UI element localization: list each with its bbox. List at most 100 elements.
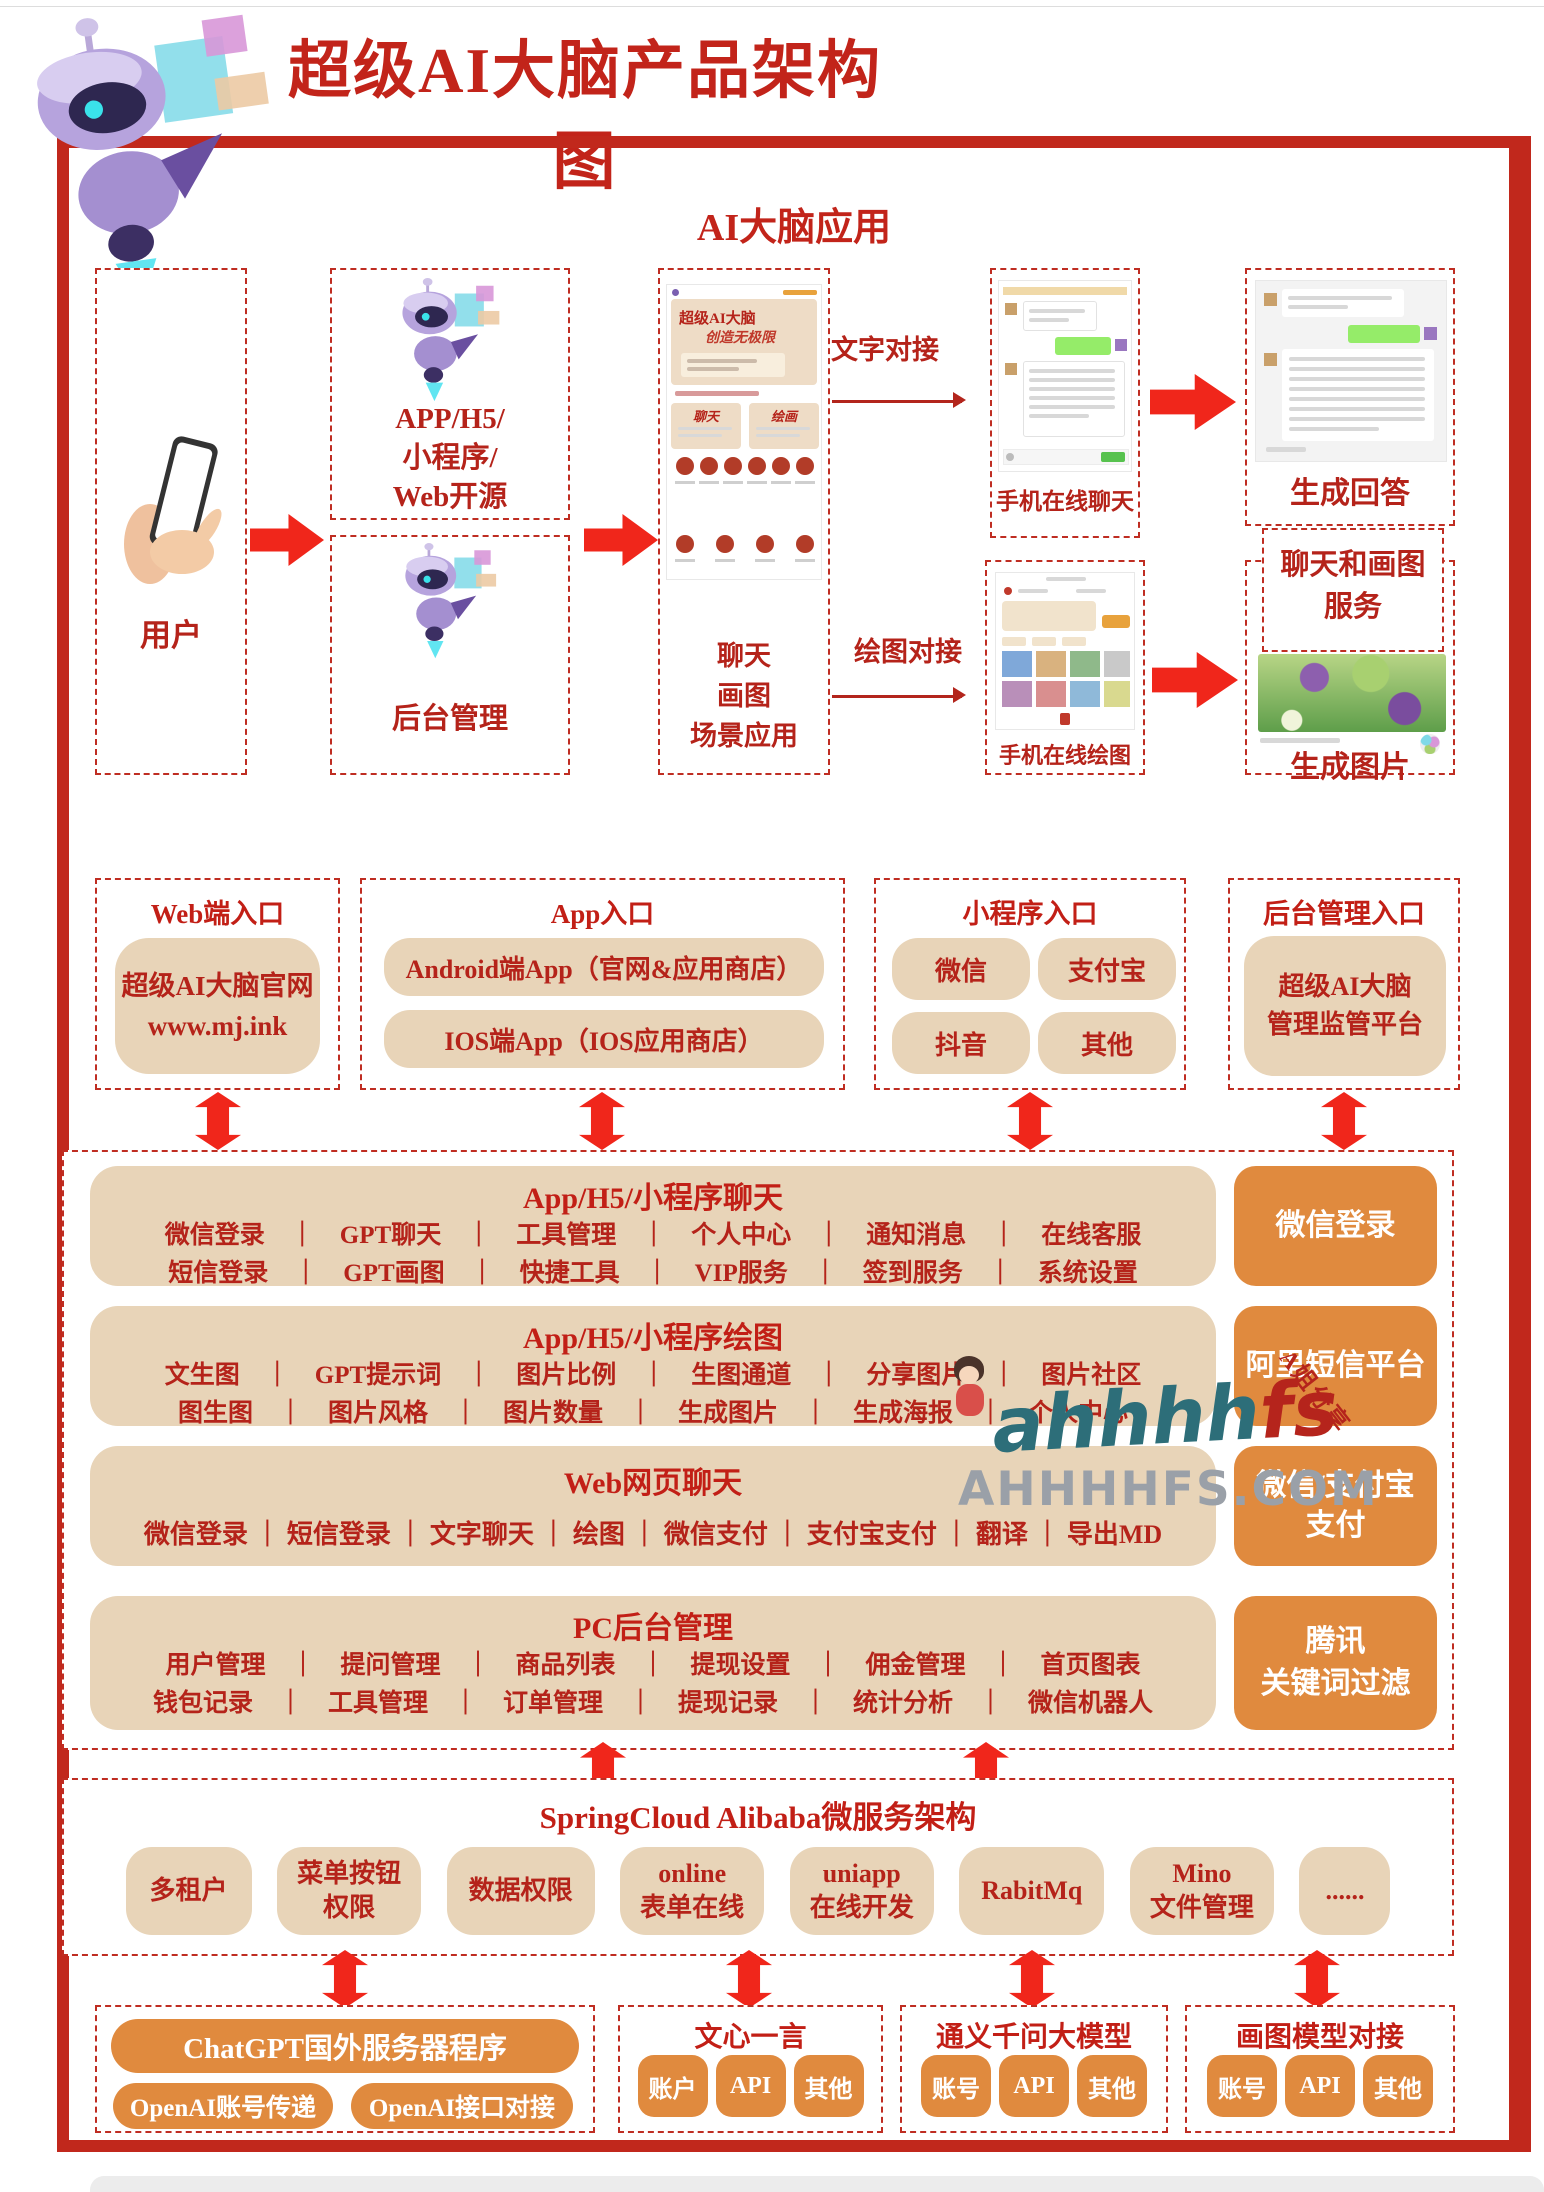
feature-row-pc-admin: PC后台管理 用户管理 ｜ 提问管理 ｜ 商品列表 ｜ 提现设置 ｜ 佣金管理 …	[90, 1596, 1216, 1730]
app-banner-slogan: 创造无极限	[705, 331, 775, 346]
feature-row-items: 微信登录 ｜ 短信登录 ｜ 文字聊天 ｜ 绘图 ｜ 微信支付 ｜ 支付宝支付 ｜…	[143, 1520, 1163, 1549]
robot-admin-icon	[405, 543, 497, 659]
admin-box: 后台管理	[330, 535, 570, 775]
draw-dock-arrow-icon	[832, 687, 966, 703]
app-icon-grid	[673, 457, 817, 567]
app-screenshot: 超级AI大脑 创造无极限 聊天 绘画	[666, 284, 822, 580]
gen-answer-box: 生成回答	[1245, 268, 1455, 526]
wenxin-other-cell: 其他	[793, 2055, 864, 2117]
feature-row-items: 钱包记录 ｜ 工具管理 ｜ 订单管理 ｜ 提现记录 ｜ 统计分析 ｜ 微信机器人	[152, 1690, 1153, 1717]
springcloud-box: SpringCloud Alibaba微服务架构 多租户 菜单按钮权限 数据权限…	[62, 1778, 1454, 1956]
spring-pill-rabitmq: RabitMq	[959, 1847, 1105, 1935]
feature-row-web-chat: Web网页聊天 微信登录 ｜ 短信登录 ｜ 文字聊天 ｜ 绘图 ｜ 微信支付 ｜…	[90, 1446, 1216, 1566]
phone-draw-label: 手机在线绘图	[998, 743, 1131, 768]
service-line1: 聊天和画图	[1280, 549, 1426, 581]
feature-row-title: App/H5/小程序聊天	[522, 1182, 784, 1215]
side-box-tencent-filter: 腾讯 关键词过滤	[1234, 1596, 1437, 1730]
mini-entry-title: 小程序入口	[962, 899, 1098, 929]
watermark-domain: AHHHHFS.COM	[958, 1462, 1379, 1517]
client-entry-line1: APP/H5/	[395, 403, 505, 435]
draw-model-box: 画图模型对接 账号 API 其他	[1185, 2005, 1455, 2133]
side-box-wechat-alipay-pay: 微信/支付宝 支付	[1234, 1446, 1437, 1566]
scene-line3: 场景应用	[690, 721, 798, 751]
phone-in-hand-icon	[124, 436, 222, 584]
app-banner-title: 超级AI大脑	[679, 311, 756, 327]
draw-model-cells: 账号 API 其他	[1187, 2055, 1453, 2117]
android-app-pill: Android端App（官网&应用商店）	[384, 938, 824, 996]
mini-other-pill: 其他	[1038, 1012, 1176, 1074]
springcloud-title: SpringCloud Alibaba微服务架构	[539, 1800, 977, 1835]
app-entry-box: App入口 Android端App（官网&应用商店） IOS端App（IOS应用…	[360, 878, 845, 1090]
phone-draw-box: 手机在线绘图	[985, 560, 1145, 775]
answer-screenshot	[1255, 280, 1447, 462]
tongyi-title: 通义千问大模型	[935, 2022, 1132, 2053]
phone-chat-screenshot	[998, 280, 1132, 472]
draw-api-cell: API	[1285, 2055, 1355, 2117]
app-entry-title: App入口	[550, 899, 655, 929]
admin-entry-line1: 超级AI大脑	[1278, 972, 1412, 1001]
top-hairline	[0, 6, 1544, 7]
side-box-wechat-login: 微信登录	[1234, 1166, 1437, 1286]
scene-app-box: 超级AI大脑 创造无极限 聊天 绘画	[658, 268, 830, 775]
footer-strip	[90, 2176, 1544, 2192]
scene-line1: 聊天	[717, 641, 771, 671]
mini-alipay-pill: 支付宝	[1038, 938, 1176, 1000]
wenxin-cells: 账户 API 其他	[620, 2055, 881, 2117]
phone-draw-screenshot	[995, 572, 1135, 730]
draw-dock-label: 绘图对接	[854, 637, 962, 667]
robot-client-icon	[402, 278, 500, 402]
gen-answer-label: 生成回答	[1290, 477, 1410, 510]
feature-row-items: 短信登录 ｜ GPT画图 ｜ 快捷工具 ｜ VIP服务 ｜ 签到服务 ｜ 系统设…	[168, 1260, 1138, 1287]
tongyi-box: 通义千问大模型 账号 API 其他	[900, 2005, 1168, 2133]
feature-row-title: App/H5/小程序绘图	[522, 1322, 784, 1355]
watermark-girl-icon	[948, 1356, 992, 1428]
section-title: AI大脑应用	[696, 207, 892, 249]
feature-row-title: Web网页聊天	[563, 1467, 743, 1500]
service-line2: 服务	[1323, 591, 1382, 623]
wenxin-box: 文心一言 账户 API 其他	[618, 2005, 883, 2133]
spring-pill-multitenant: 多租户	[125, 1847, 252, 1935]
wenxin-account-cell: 账户	[637, 2055, 708, 2117]
wenxin-title: 文心一言	[694, 2022, 807, 2053]
spring-pill-data-permission: 数据权限	[446, 1847, 595, 1935]
app-card1-title: 聊天	[692, 409, 719, 424]
mini-program-entry-box: 小程序入口 微信 支付宝 抖音 其他	[874, 878, 1186, 1090]
scene-line2: 画图	[717, 681, 771, 711]
spring-pill-menu-permission: 菜单按钮权限	[277, 1847, 422, 1935]
web-entry-line1: 超级AI大脑官网	[121, 971, 314, 1001]
spring-pill-more: ......	[1299, 1847, 1391, 1935]
generated-garden-image	[1258, 654, 1446, 732]
admin-entry-title: 后台管理入口	[1263, 899, 1425, 929]
client-entry-line2: 小程序/	[402, 442, 498, 474]
text-dock-arrow-icon	[832, 392, 966, 408]
web-entry-title: Web端入口	[150, 899, 285, 929]
tongyi-other-cell: 其他	[1077, 2055, 1147, 2117]
mini-douyin-pill: 抖音	[892, 1012, 1030, 1074]
feature-row-items: 微信登录 ｜ GPT聊天 ｜ 工具管理 ｜ 个人中心 ｜ 通知消息 ｜ 在线客服	[164, 1222, 1142, 1249]
admin-entry-pill: 超级AI大脑 管理监管平台	[1244, 936, 1446, 1076]
client-entry-box: APP/H5/ 小程序/ Web开源	[330, 268, 570, 520]
admin-label: 后台管理	[391, 703, 508, 735]
model-logo-icon	[1420, 734, 1440, 754]
watermark-logo-left: ahhhh	[989, 1367, 1262, 1470]
phone-chat-label: 手机在线聊天	[996, 489, 1134, 514]
robot-mascot-logo-icon	[37, 14, 269, 305]
mini-wechat-pill: 微信	[892, 938, 1030, 1000]
feature-row-app-chat: App/H5/小程序聊天 微信登录 ｜ GPT聊天 ｜ 工具管理 ｜ 个人中心 …	[90, 1166, 1216, 1287]
wenxin-api-cell: API	[715, 2055, 786, 2117]
web-entry-box: Web端入口 超级AI大脑官网 www.mj.ink	[95, 878, 340, 1090]
tongyi-account-cell: 账号	[921, 2055, 991, 2117]
web-entry-pill: 超级AI大脑官网 www.mj.ink	[115, 938, 320, 1074]
user-label: 用户	[140, 618, 202, 653]
openai-account-pill: OpenAI账号传递	[113, 2083, 333, 2129]
phone-chat-box: 手机在线聊天	[990, 268, 1140, 538]
chatgpt-title-pill: ChatGPT国外服务器程序	[111, 2019, 579, 2073]
tongyi-cells: 账号 API 其他	[902, 2055, 1166, 2117]
draw-model-title: 画图模型对接	[1235, 2022, 1404, 2053]
draw-other-cell: 其他	[1363, 2055, 1433, 2117]
client-entry-line3: Web开源	[392, 481, 508, 513]
chatgpt-server-box: ChatGPT国外服务器程序 OpenAI账号传递 OpenAI接口对接	[95, 2005, 595, 2133]
draw-account-cell: 账号	[1207, 2055, 1277, 2117]
